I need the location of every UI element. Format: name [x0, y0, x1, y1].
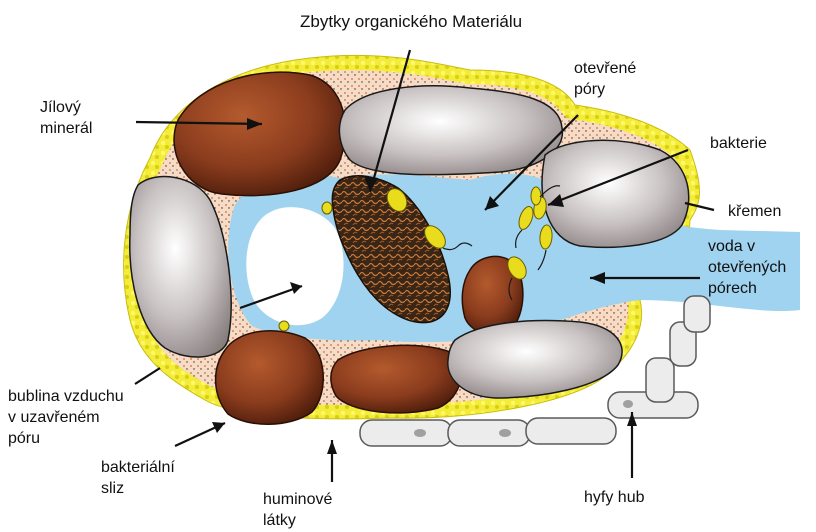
label-open-pores: otevřené póry: [574, 58, 636, 100]
quartz-grain-top: [339, 86, 562, 175]
air-bubble: [246, 207, 343, 325]
label-humic-substances: huminové látky: [263, 489, 332, 531]
clay-mineral-bottom-center: [331, 345, 461, 413]
label-water-in-open-pores: voda v otevřených pórech: [708, 236, 786, 299]
clay-mineral-top: [174, 72, 345, 195]
label-fungal-hyphae: hyfy hub: [584, 487, 644, 508]
label-clay-mineral: Jílový minerál: [40, 97, 92, 139]
label-air-bubble: bublina vzduchu v uzavřeném póru: [8, 386, 124, 449]
label-quartz: křemen: [728, 201, 781, 222]
label-organic-residue: Zbytky organického Materiálu: [300, 11, 522, 33]
clay-mineral-bottom-left: [216, 331, 324, 424]
quartz-grain-bottom-right: [448, 321, 622, 398]
label-bacteria: bakterie: [710, 133, 767, 154]
label-bacterial-slime: bakteriální sliz: [101, 457, 175, 499]
quartz-grain-right: [542, 140, 689, 247]
